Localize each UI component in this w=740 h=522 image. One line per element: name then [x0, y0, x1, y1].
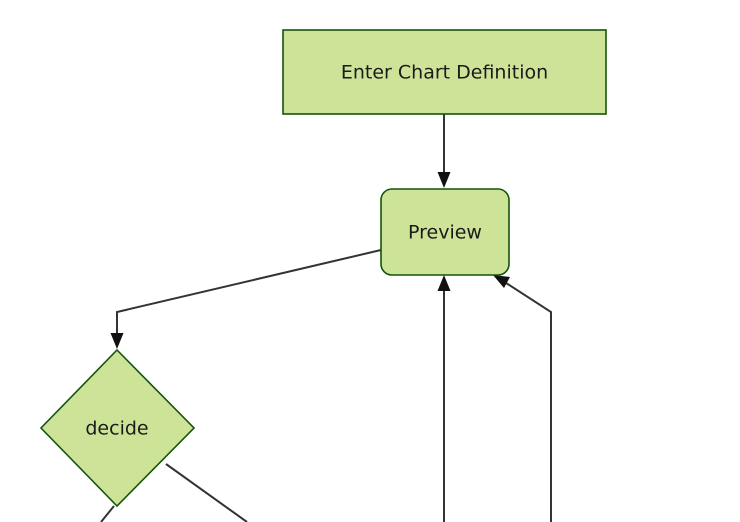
node-enter-chart-definition[interactable]: Enter Chart Definition [282, 29, 607, 115]
edge-decide-out-left [100, 505, 115, 522]
arrowhead-icon [493, 275, 510, 288]
edge-line [100, 505, 115, 522]
node-label-decide: decide [85, 418, 148, 440]
arrowhead-icon [110, 333, 124, 349]
edge-line [502, 280, 552, 522]
edge-preview-to-decide [110, 249, 382, 349]
node-decide[interactable]: decide [39, 348, 196, 508]
edge-line [165, 463, 248, 522]
edge-into-preview-right [493, 275, 552, 522]
edge-line [116, 249, 382, 336]
node-rounded-rectangle[interactable] [380, 188, 510, 276]
arrowhead-icon [437, 172, 451, 188]
node-diamond[interactable] [39, 348, 196, 508]
edge-into-preview-center [437, 275, 451, 522]
arrowhead-icon [437, 275, 451, 291]
node-label-enter-chart-definition: Enter Chart Definition [341, 62, 548, 84]
edge-decide-out-right [165, 463, 248, 522]
node-rectangle[interactable] [282, 29, 607, 115]
node-label-preview: Preview [408, 222, 482, 244]
node-preview[interactable]: Preview [380, 188, 510, 276]
edge-enter-to-preview [437, 114, 451, 188]
